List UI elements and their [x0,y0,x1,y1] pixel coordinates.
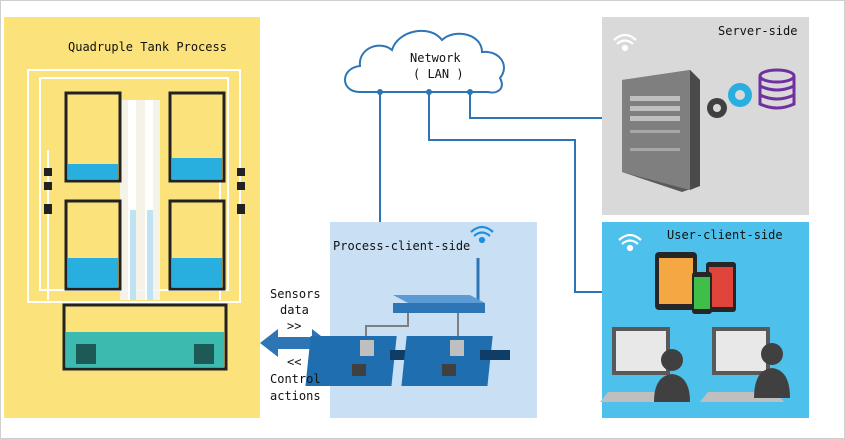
tank-upper-right [168,91,226,183]
process-panel-title: Process-client-side [333,239,471,253]
gears-icon [707,83,752,118]
actions-label: actions [270,389,321,403]
tank-lower-left [64,199,122,291]
network-nodes [377,89,473,95]
user-workstation-right [700,327,790,402]
wifi-icon-user [618,233,642,252]
network-sublabel: ( LAN ) [413,67,464,81]
control-label: Control [270,372,321,386]
wifi-icon-server [613,33,637,52]
board-cables [365,313,459,340]
user-workstation-left [600,327,690,402]
tank-lower-right [168,199,226,291]
router-icon [393,258,485,313]
pump-valves [44,168,245,214]
user-panel-title: User-client-side [667,228,783,242]
arduino-board-right [401,336,510,386]
database-icon [758,68,796,110]
center-tubes [120,100,160,300]
phone-icon-red [706,262,736,312]
control-arrows: << [287,355,302,369]
sensors-arrows: >> [287,319,302,333]
server-tower-icon [622,70,700,192]
tank-panel-title: Quadruple Tank Process [68,40,227,54]
cloud-icon [344,30,505,94]
tank-upper-left [64,91,122,183]
tablet-icon [655,252,697,310]
network-label: Network [410,51,461,65]
phone-icon-green [692,272,712,314]
reservoir [62,303,228,371]
server-panel-title: Server-side [718,24,798,38]
wifi-icon-process [470,225,494,244]
sensors-data-label: data [280,303,309,317]
sensors-label: Sensors [270,287,321,301]
network-links [379,92,602,293]
